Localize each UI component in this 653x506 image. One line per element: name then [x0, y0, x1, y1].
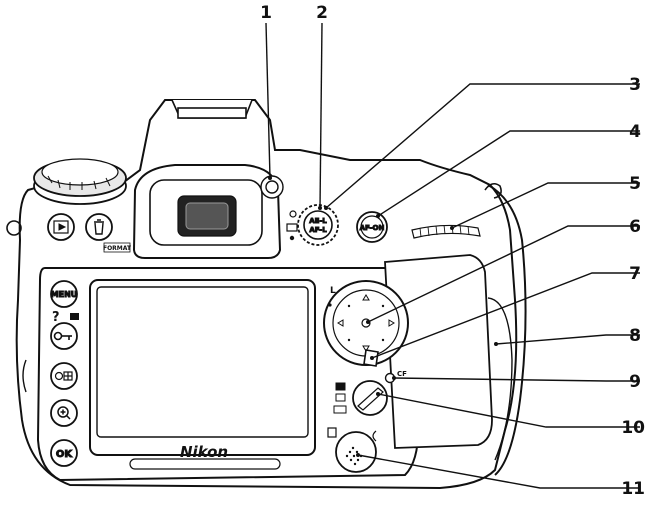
af-on-button[interactable]: AF-ON: [356, 211, 388, 243]
diagonal-dots: [347, 304, 385, 342]
format-marking: FORMAT: [103, 242, 132, 253]
side-latch: [22, 359, 27, 393]
magnifier-plus-icon: [57, 406, 71, 420]
help-mark: ?: [52, 310, 60, 325]
callout-3: 3: [629, 75, 641, 95]
zoom-in-button[interactable]: [50, 399, 78, 427]
multi-selector[interactable]: [323, 280, 409, 366]
callout-9: 9: [629, 372, 641, 392]
af-on-label: AF-ON: [360, 224, 385, 232]
diopter-adjustment-control[interactable]: [260, 175, 284, 199]
metering-selector[interactable]: AE-L AF-L: [297, 204, 339, 246]
lock-switch-label: L: [330, 286, 336, 296]
callout-4: 4: [629, 122, 641, 142]
callout-5: 5: [629, 174, 641, 194]
af-area-icons: [333, 382, 347, 414]
thumbnail-icon: [54, 371, 73, 381]
callout-10: 10: [621, 418, 645, 438]
callout-8: 8: [629, 326, 641, 346]
prism-hump: [171, 99, 253, 119]
leader-dots: [268, 176, 498, 457]
callout-7: 7: [629, 264, 641, 284]
ok-button[interactable]: OK: [50, 439, 78, 467]
main-command-dial[interactable]: [411, 224, 481, 239]
speaker-grille: [335, 431, 377, 473]
info-mark: [70, 313, 79, 320]
ok-label: OK: [56, 449, 74, 460]
af-area-mode-selector[interactable]: [352, 380, 388, 416]
ae-l-label: AE-L: [309, 217, 327, 225]
cf-label: CF: [397, 370, 407, 378]
callout-11: 11: [621, 479, 645, 499]
strap-lug-left: [6, 220, 22, 236]
playback-button[interactable]: [47, 213, 75, 241]
memory-card-slot-cover[interactable]: [384, 254, 493, 449]
key-icon: [53, 331, 72, 341]
callout-1: 1: [260, 3, 272, 23]
af-l-label: AF-L: [309, 226, 327, 234]
brand-logo: Nikon: [180, 443, 228, 461]
format-label: FORMAT: [103, 245, 132, 252]
lcd-monitor: [89, 279, 316, 470]
callout-2: 2: [316, 3, 328, 23]
thumbnail-zoom-out-button[interactable]: [50, 362, 78, 390]
grip-edge: [487, 297, 513, 461]
menu-label: MENU: [51, 290, 78, 299]
menu-button[interactable]: MENU: [50, 280, 78, 308]
voice-memo-mark: [327, 427, 377, 442]
direction-arrows: [337, 294, 395, 352]
strap-lug-right: [484, 182, 502, 199]
viewfinder-eyecup: [132, 164, 282, 259]
leader-lines: [265, 22, 640, 489]
release-mode-dial[interactable]: [33, 158, 127, 205]
protect-button[interactable]: [50, 322, 78, 350]
callout-6: 6: [629, 217, 641, 237]
lock-position-dot: [328, 303, 332, 307]
delete-button[interactable]: [85, 213, 113, 241]
metering-icons: [286, 210, 298, 241]
